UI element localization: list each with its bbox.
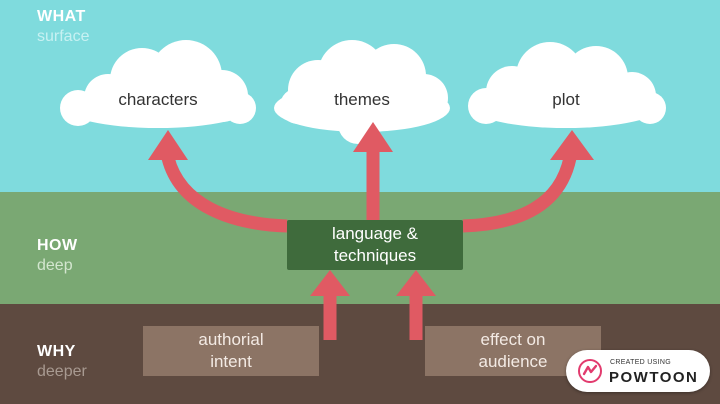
arrow-to-characters xyxy=(161,156,288,233)
level-why-heading: WHY xyxy=(37,343,76,360)
arrowhead-effect xyxy=(396,270,436,296)
arrow-to-plot xyxy=(462,156,577,233)
level-how: HOW deep xyxy=(37,238,78,274)
badge-brand-name: POWTOON xyxy=(609,369,699,386)
powtoon-logo-icon xyxy=(578,359,602,383)
arrowhead-themes xyxy=(353,122,393,152)
level-what-heading: WHAT xyxy=(37,8,86,25)
language-techniques-box: language & techniques xyxy=(287,220,463,270)
cloud-label-plot: plot xyxy=(552,90,580,109)
cloud-label-themes: themes xyxy=(334,90,390,109)
cloud-characters xyxy=(60,40,256,128)
powtoon-badge[interactable]: CREATED USING POWTOON xyxy=(566,350,710,392)
cloud-label-characters: characters xyxy=(118,90,198,109)
cloud-plot xyxy=(468,42,666,128)
level-how-heading: HOW xyxy=(37,237,78,254)
arrowhead-plot xyxy=(550,130,594,160)
level-why-sub: deeper xyxy=(37,363,87,380)
level-what-sub: surface xyxy=(37,28,90,45)
level-what: WHAT surface xyxy=(37,9,89,45)
badge-created-using: CREATED USING xyxy=(610,359,671,366)
arrowhead-authorial xyxy=(310,270,350,296)
authorial-intent-box: authorial intent xyxy=(143,326,319,376)
level-why: WHY deeper xyxy=(37,344,87,380)
cloud-themes xyxy=(274,40,450,144)
level-how-sub: deep xyxy=(37,257,73,274)
arrowhead-characters xyxy=(148,130,188,160)
